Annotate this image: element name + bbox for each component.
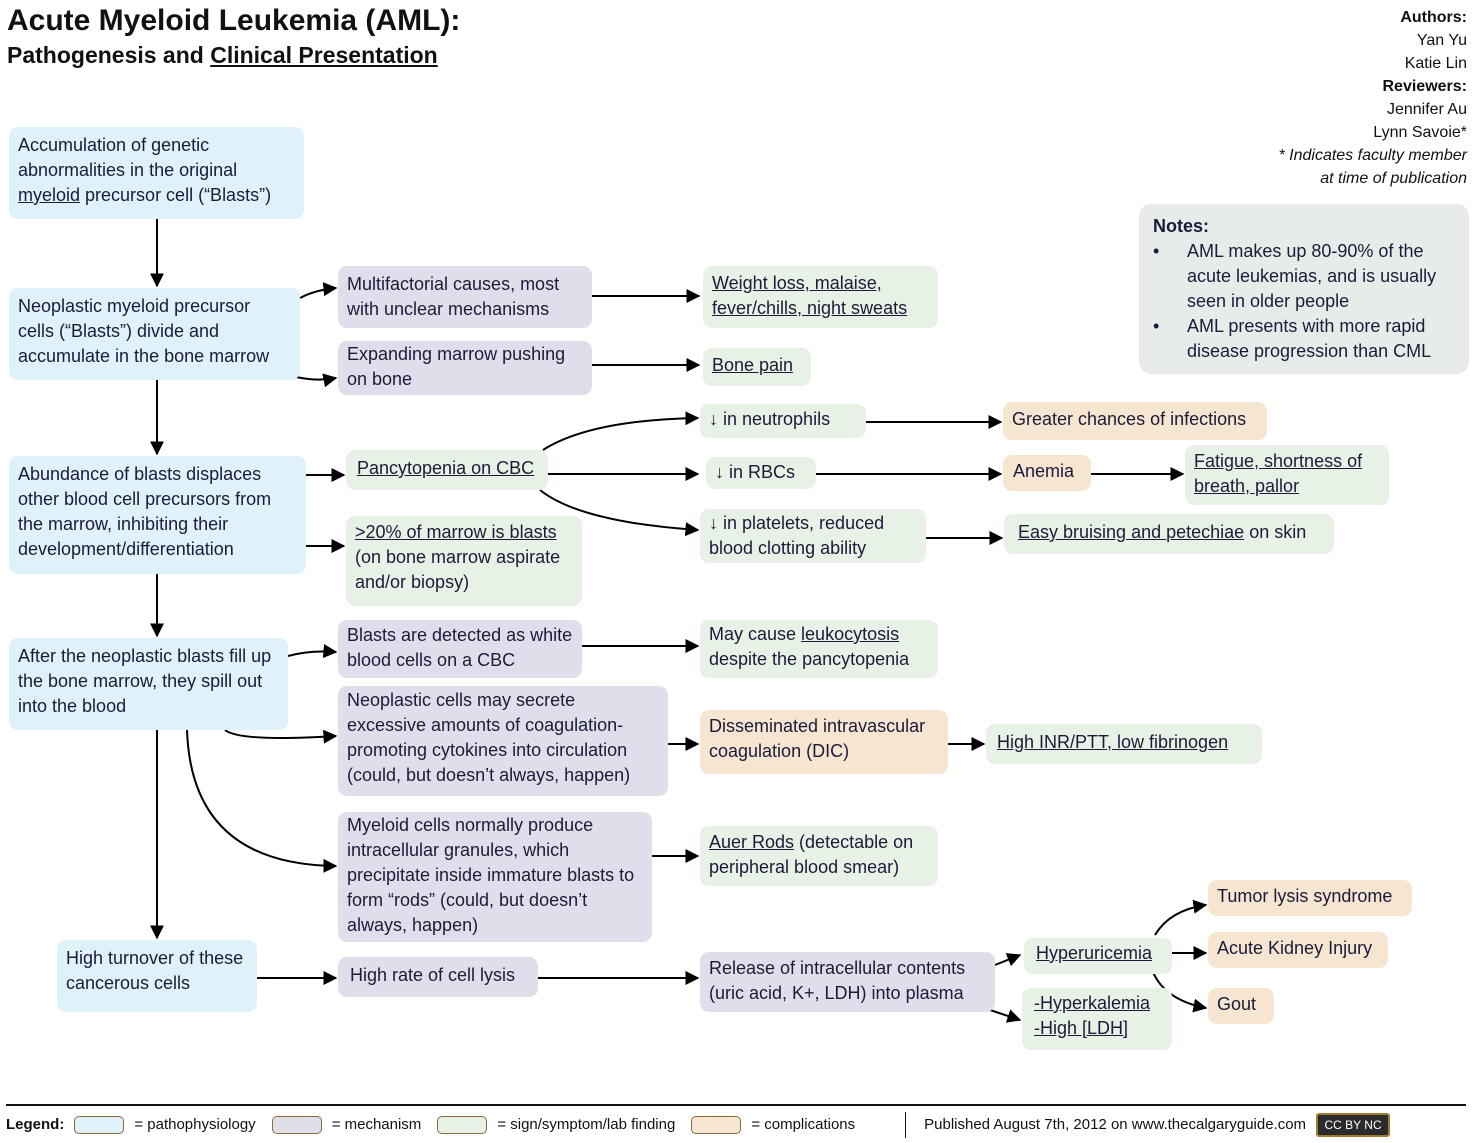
arrow xyxy=(542,411,700,451)
legend-item: = sign/symptom/lab finding xyxy=(497,1116,676,1133)
subtitle-part: Pathogenesis and xyxy=(7,42,211,68)
sign-box-hyperuricemia[interactable]: Hyperuricemia xyxy=(1024,938,1172,974)
mechanism-box-release-contents: Release of intracellular contents (uric … xyxy=(700,952,995,1012)
creative-commons-license-icon[interactable]: CC BY NC xyxy=(1316,1112,1391,1137)
sign-box-inr-ptt[interactable]: High INR/PTT, low fibrinogen xyxy=(986,724,1262,764)
arrow xyxy=(539,489,700,537)
box-text: May cause xyxy=(709,624,802,644)
box-link[interactable]: Auer Rods xyxy=(709,832,795,852)
box-link[interactable]: leukocytosis xyxy=(801,624,900,644)
notes-box: Notes: AML makes up 80-90% of the acute … xyxy=(1139,204,1469,374)
complication-box-gout: Gout xyxy=(1208,988,1274,1024)
legend-swatch-mechanism xyxy=(271,1115,322,1134)
sign-box-rbcs: ↓ in RBCs xyxy=(706,457,816,489)
legend-divider xyxy=(905,1111,907,1138)
box-text: (on bone marrow aspirate and/or biopsy) xyxy=(355,547,561,592)
box-link[interactable]: -High [LDH] xyxy=(1034,1018,1129,1038)
legend-item: = pathophysiology xyxy=(134,1116,256,1133)
complication-box-infections: Greater chances of infections xyxy=(1003,402,1267,440)
sign-box-constitutional-symptoms[interactable]: Weight loss, malaise, fever/chills, nigh… xyxy=(703,266,938,328)
legend-label: Legend: xyxy=(6,1116,65,1133)
reviewers-label: Reviewers: xyxy=(1382,78,1468,95)
pathophysiology-box-blasts-displace: Abundance of blasts displaces other bloo… xyxy=(9,456,306,574)
page-subtitle: Pathogenesis and Clinical Presentation xyxy=(7,42,438,69)
note-item: AML presents with more rapid disease pro… xyxy=(1153,314,1455,364)
sign-box-fatigue[interactable]: Fatigue, shortness of breath, pallor xyxy=(1185,445,1389,505)
box-link[interactable]: myeloid xyxy=(18,185,81,205)
note-item: AML makes up 80-90% of the acute leukemi… xyxy=(1153,239,1455,314)
sign-box-bruising: Easy bruising and petechiae on skin xyxy=(1004,514,1334,554)
legend-item: = mechanism xyxy=(331,1116,422,1133)
sign-box-auer-rods: Auer Rods (detectable on peripheral bloo… xyxy=(700,826,938,886)
arrow xyxy=(224,729,338,744)
box-link[interactable]: petechiae xyxy=(1166,522,1245,542)
mechanism-box-cell-lysis: High rate of cell lysis xyxy=(338,957,538,997)
arrow xyxy=(994,953,1022,967)
mechanism-box-granules: Myeloid cells normally produce intracell… xyxy=(338,812,652,942)
mechanism-box-multifactorial: Multifactorial causes, most with unclear… xyxy=(338,266,592,328)
complication-box-tumor-lysis: Tumor lysis syndrome xyxy=(1208,880,1412,916)
legend-swatch-sign xyxy=(437,1115,488,1134)
legend: Legend: = pathophysiology = mechanism = … xyxy=(6,1104,1466,1143)
box-text: precursor cell (“Blasts”) xyxy=(80,185,272,205)
box-text: despite the pancytopenia xyxy=(709,649,910,669)
arrow xyxy=(989,1009,1022,1023)
box-text: (detectable on peripheral blood smear) xyxy=(709,832,914,877)
reviewer: Jennifer Au xyxy=(1386,101,1467,118)
authors-label: Authors: xyxy=(1400,9,1467,26)
pathophysiology-box-high-turnover: High turnover of these cancerous cells xyxy=(57,940,257,1012)
mechanism-box-blasts-detected: Blasts are detected as white blood cells… xyxy=(338,620,582,678)
arrow xyxy=(186,729,338,873)
legend-swatch-pathophysiology xyxy=(74,1115,125,1134)
mechanism-box-marrow-pushing: Expanding marrow pushing on bone xyxy=(338,341,592,395)
sign-box-pancytopenia[interactable]: Pancytopenia on CBC xyxy=(346,450,548,490)
reviewer: Lynn Savoie* xyxy=(1373,124,1467,141)
arrow xyxy=(1154,899,1208,936)
pathophysiology-box-blasts-divide: Neoplastic myeloid precursor cells (“Bla… xyxy=(9,288,300,380)
notes-label: Notes: xyxy=(1153,216,1210,236)
authors-block: Authors: Yan Yu Katie Lin Reviewers: Jen… xyxy=(1278,6,1467,190)
box-link[interactable]: -Hyperkalemia xyxy=(1034,993,1151,1013)
mechanism-box-coagulation-cytokines: Neoplastic cells may secrete excessive a… xyxy=(338,686,668,796)
page-title: Acute Myeloid Leukemia (AML): xyxy=(7,4,461,37)
complication-box-dic: Disseminated intravascular coagulation (… xyxy=(700,710,948,774)
arrow xyxy=(299,282,338,299)
box-text: and xyxy=(1126,522,1167,542)
pathophysiology-box-genetic-abnormalities: Accumulation of genetic abnormalities in… xyxy=(9,127,304,219)
sign-box-marrow-blasts: >20% of marrow is blasts (on bone marrow … xyxy=(346,516,582,606)
box-text: on skin xyxy=(1244,522,1307,542)
faculty-note: * Indicates faculty member xyxy=(1278,147,1467,164)
sign-box-neutrophils: ↓ in neutrophils xyxy=(700,404,866,438)
legend-swatch-complications xyxy=(691,1115,742,1134)
sign-box-leukocytosis: May cause leukocytosis despite the pancy… xyxy=(700,620,938,678)
sign-box-platelets: ↓ in platelets, reduced blood clotting a… xyxy=(700,509,926,563)
legend-item: = complications xyxy=(751,1116,856,1133)
box-text: Accumulation of genetic abnormalities in… xyxy=(18,135,238,180)
complication-box-anemia: Anemia xyxy=(1003,455,1091,491)
arrow xyxy=(291,373,338,388)
pathophysiology-box-blasts-spill: After the neoplastic blasts fill up the … xyxy=(9,638,288,730)
arrow xyxy=(1152,971,1208,1013)
box-link[interactable]: >20% of marrow is blasts xyxy=(355,522,557,542)
faculty-note: at time of publication xyxy=(1320,170,1467,187)
author: Katie Lin xyxy=(1404,55,1467,72)
subtitle-link[interactable]: Clinical Presentation xyxy=(210,42,438,68)
sign-box-bone-pain[interactable]: Bone pain xyxy=(703,348,811,386)
complication-box-aki: Acute Kidney Injury xyxy=(1208,932,1388,968)
author: Yan Yu xyxy=(1416,32,1467,49)
published-text: Published August 7th, 2012 on www.thecal… xyxy=(924,1116,1307,1133)
sign-box-hyperkalemia: -Hyperkalemia -High [LDH] xyxy=(1022,988,1172,1050)
box-link[interactable]: Easy bruising xyxy=(1018,522,1127,542)
arrow xyxy=(287,644,338,659)
